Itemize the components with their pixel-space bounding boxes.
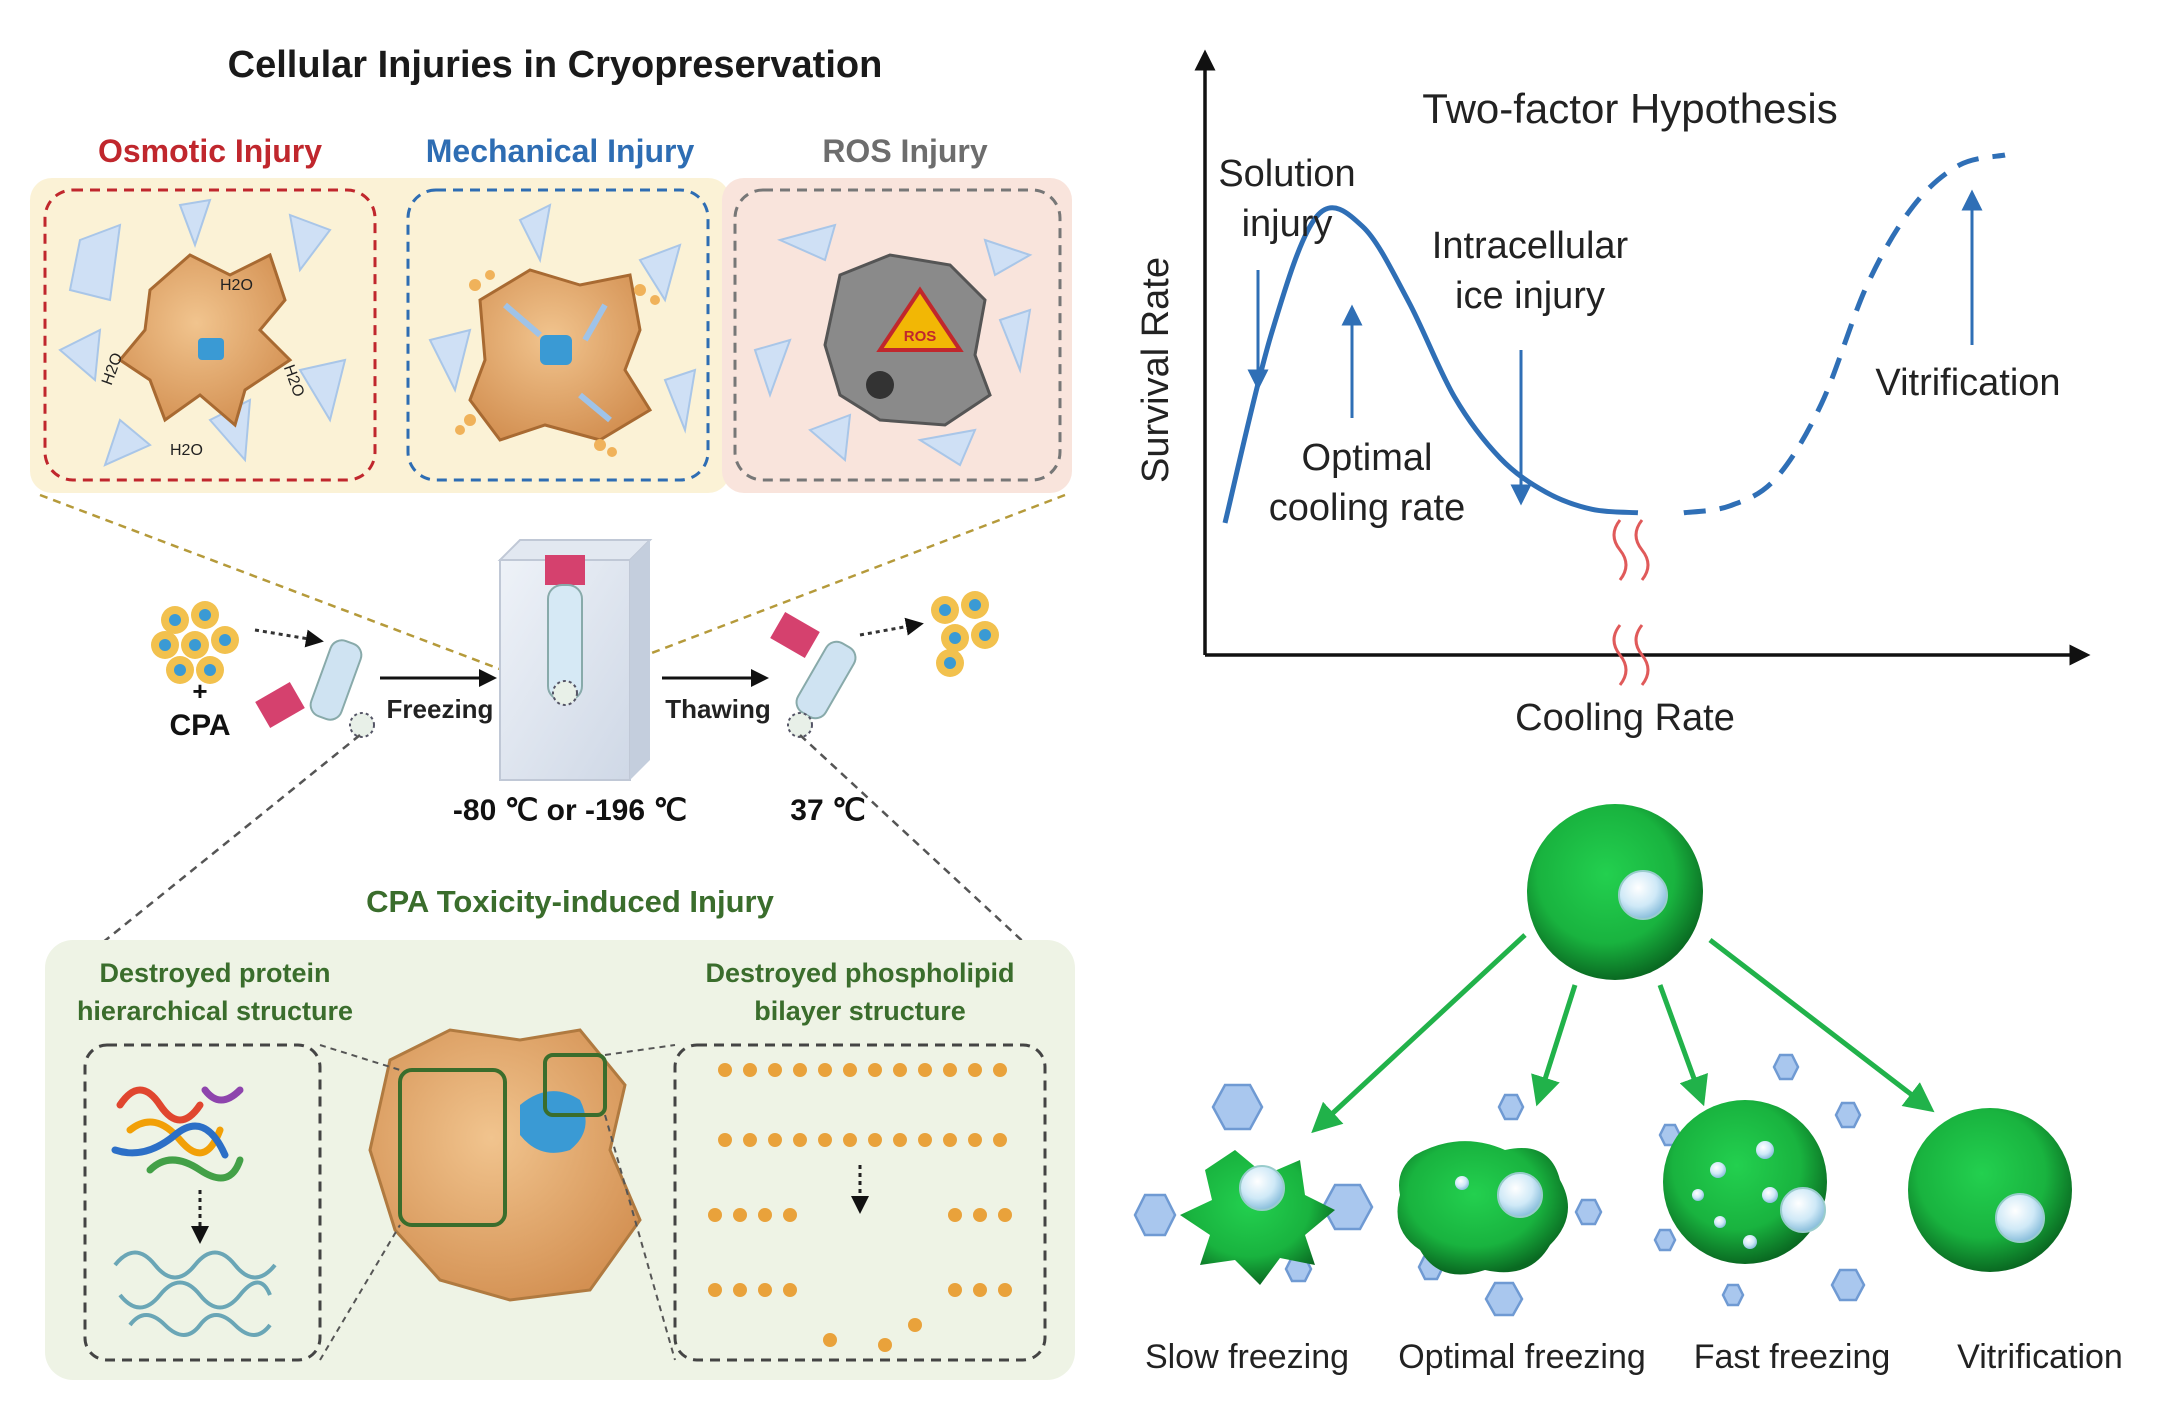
vitrification-cell <box>1908 1108 2072 1272</box>
nucleus-bubble <box>1618 870 1668 920</box>
ice-crystals-ros <box>753 223 1033 467</box>
two-factor-chart: Two-factor Hypothesis Survival Rate Cool… <box>1135 49 2091 739</box>
cryovial-right <box>770 612 857 738</box>
left-panel: Cellular Injuries in Cryopreservation Os… <box>30 44 1075 1380</box>
ice-crystals-mechanical <box>428 203 697 434</box>
freezer-box <box>497 539 653 781</box>
ice-bubble <box>1710 1162 1726 1178</box>
axis-break-marks <box>1612 519 1650 686</box>
protein-label: Destroyed protein <box>99 958 330 988</box>
ice-bubble <box>1455 1176 1469 1190</box>
mechanical-injury-panel <box>406 188 710 482</box>
ice-shards <box>503 302 612 423</box>
zoom-guide-line <box>799 734 1071 986</box>
ice-crystals-osmotic <box>58 198 347 467</box>
osmotic-injury-label: Osmotic Injury <box>98 133 322 169</box>
lipid-bilayer-panel <box>673 1043 1047 1362</box>
nucleus-bubble <box>1497 1172 1543 1218</box>
x-axis-label: Cooling Rate <box>1515 697 1735 739</box>
osmotic-nucleus <box>198 338 224 360</box>
annotation-optimal: Optimal <box>1302 437 1433 479</box>
water-label: H2O <box>220 277 253 294</box>
protein-label: hierarchical structure <box>77 996 353 1026</box>
y-axis-label: Survival Rate <box>1135 257 1177 483</box>
cell-cluster-after <box>931 591 999 677</box>
freezing-outcomes: Slow freezing Optimal freezing Fast free… <box>1133 804 2123 1376</box>
dotted-arrow <box>254 628 324 648</box>
zoom-guide-line <box>39 493 556 692</box>
membrane-fragments <box>455 270 660 457</box>
intact-bilayer <box>718 1063 1007 1147</box>
zoom-guide-line <box>319 1044 401 1071</box>
pathway-arrow <box>1657 984 1708 1107</box>
ros-warning-icon <box>876 286 964 352</box>
protein-structure-panel <box>83 1043 322 1362</box>
cell-cluster-before <box>151 601 239 684</box>
zoom-guide-line <box>319 1224 401 1361</box>
initial-cell <box>1527 804 1703 980</box>
outcome-label-optimal: Optimal freezing <box>1398 1338 1646 1376</box>
mechanical-injury-label: Mechanical Injury <box>426 133 695 169</box>
zoom-guide-line <box>49 734 361 986</box>
ice-bubble <box>1692 1189 1704 1201</box>
series-line-solid <box>1222 205 1639 524</box>
folded-protein <box>111 1086 244 1182</box>
freezing-temperature: -80 ℃ or -196 ℃ <box>453 794 687 827</box>
annotation-optimal: cooling rate <box>1269 487 1465 529</box>
cryovial-left <box>255 639 375 738</box>
outcome-label-slow: Slow freezing <box>1145 1338 1349 1376</box>
pathway-arrow <box>1311 933 1527 1134</box>
pathway-arrow <box>1708 938 1935 1113</box>
lipid-label: Destroyed phospholipid <box>705 958 1014 988</box>
toxicity-cell <box>368 1028 642 1302</box>
ros-injury-panel: ROS <box>733 188 1062 482</box>
water-label: H2O <box>170 442 203 459</box>
toxicity-title: CPA Toxicity-induced Injury <box>366 884 774 919</box>
lipid-label: bilayer structure <box>754 996 966 1026</box>
nucleus-bubble <box>1780 1187 1826 1233</box>
pathway-arrow <box>1531 984 1578 1107</box>
chart-title: Two-factor Hypothesis <box>1422 85 1838 132</box>
freezing-label: Freezing <box>387 694 494 724</box>
annotation-solution: injury <box>1242 203 1333 245</box>
plus-sign: + <box>192 676 207 706</box>
mechanical-nucleus <box>540 335 572 365</box>
zoom-guide-line <box>604 1044 676 1056</box>
ros-injury-label: ROS Injury <box>822 133 988 169</box>
disrupted-bilayer <box>708 1208 1012 1352</box>
series-line-dashed <box>1683 152 2006 516</box>
unfolded-protein <box>113 1250 277 1337</box>
slow-freezing-cell <box>1180 1150 1335 1285</box>
outcome-label-vitrification: Vitrification <box>1957 1338 2123 1376</box>
ice-bubble <box>1714 1216 1726 1228</box>
thawing-temperature: 37 ℃ <box>790 794 865 827</box>
nucleus-bubble <box>1995 1193 2045 1243</box>
outcome-label-fast: Fast freezing <box>1694 1338 1891 1376</box>
optimal-freezing-cell <box>1397 1141 1568 1275</box>
cpa-label: CPA <box>169 709 230 742</box>
ice-bubble <box>1743 1235 1757 1249</box>
ice-bubble <box>1762 1187 1778 1203</box>
annotation-solution: Solution <box>1218 153 1355 195</box>
annotation-vitrification: Vitrification <box>1875 362 2060 404</box>
dotted-arrow <box>859 617 924 637</box>
ros-badge: ROS <box>904 328 937 345</box>
ros-nucleus <box>866 371 894 399</box>
panel-title: Cellular Injuries in Cryopreservation <box>228 44 883 86</box>
nucleus-bubble <box>1239 1165 1285 1211</box>
zoom-guide-line <box>604 1114 676 1361</box>
osmotic-injury-panel: H2O H2O H2O H2O <box>43 188 377 482</box>
annotation-intracellular: ice injury <box>1455 275 1605 317</box>
annotation-intracellular: Intracellular <box>1432 225 1629 267</box>
thawing-label: Thawing <box>665 694 770 724</box>
ice-bubble <box>1756 1141 1774 1159</box>
